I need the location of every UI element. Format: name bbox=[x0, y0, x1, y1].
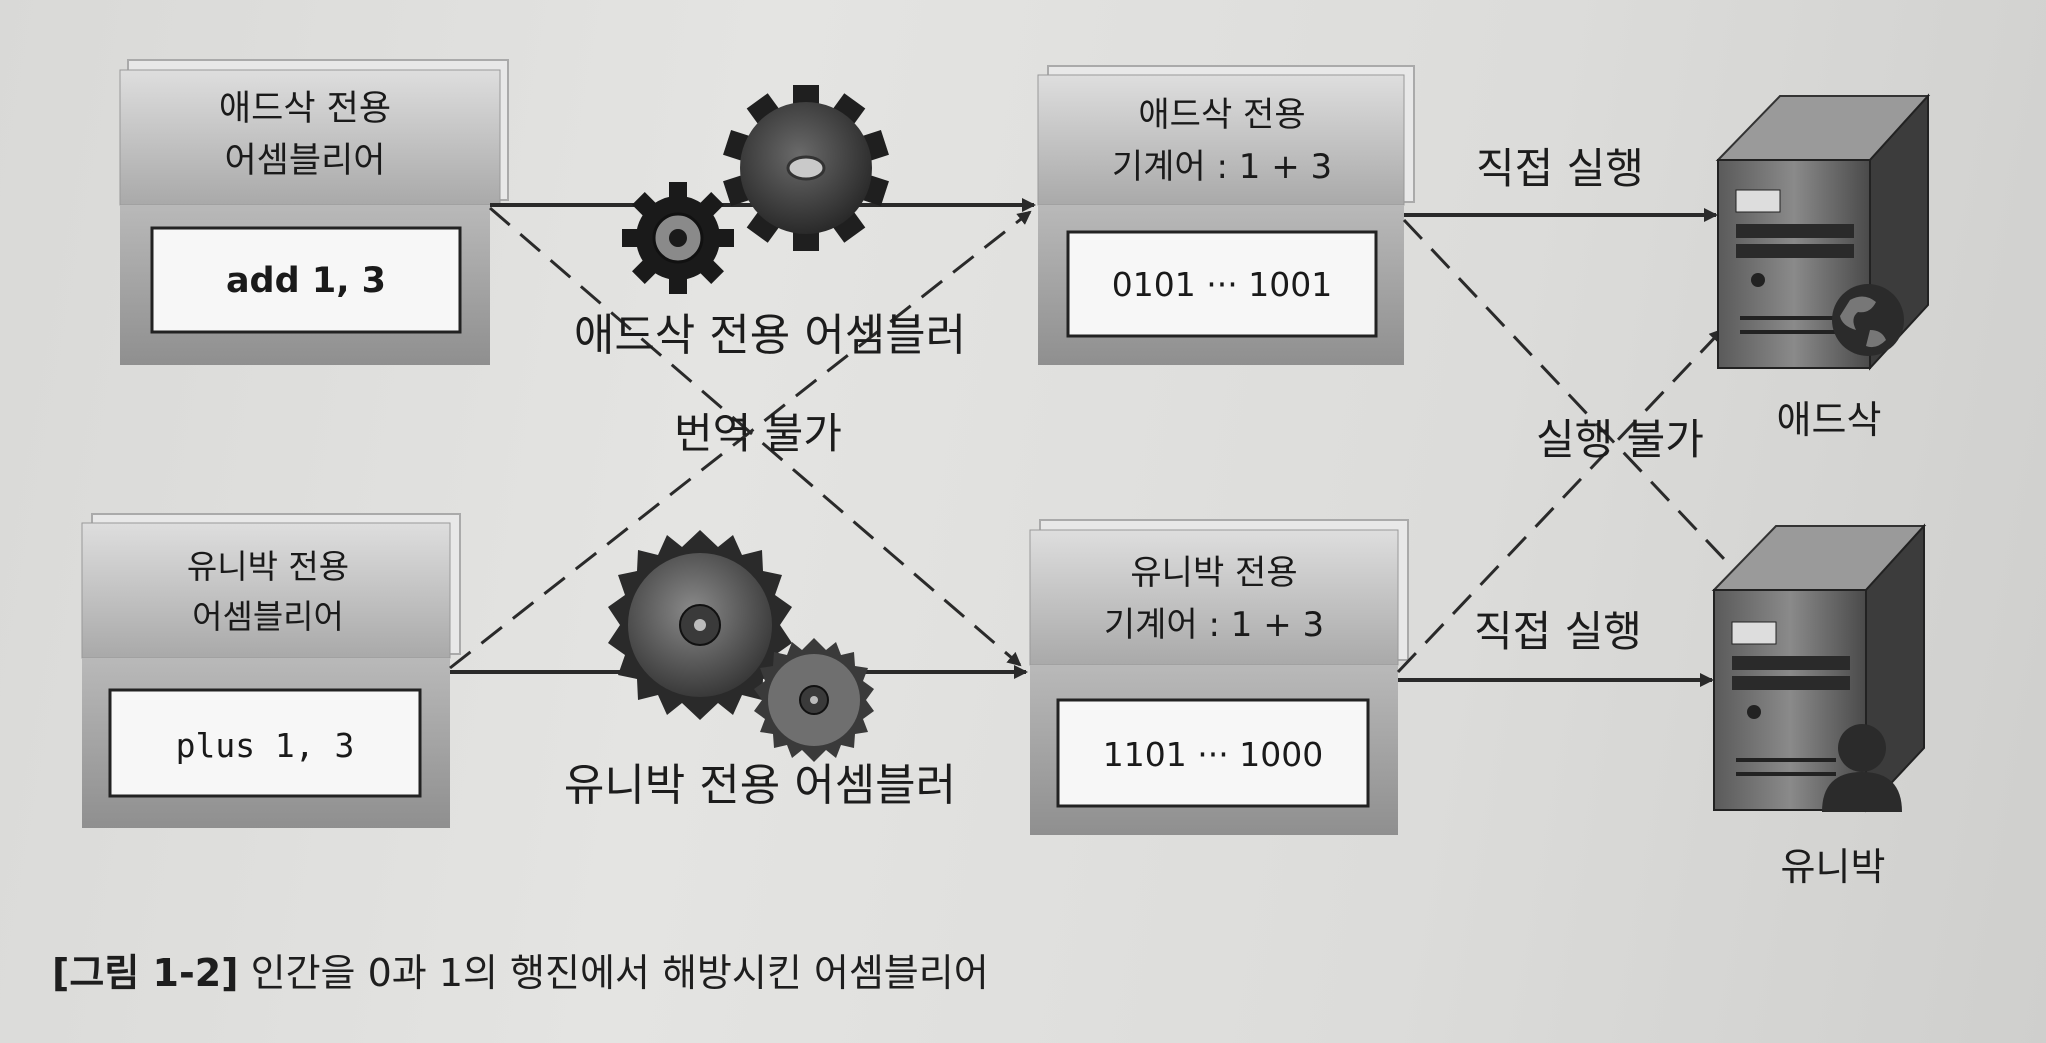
direct-exec-top-label: 직접 실행 bbox=[1476, 144, 1644, 193]
figure-caption-text: 인간을 0과 1의 행진에서 해방시킨 어셈블리어 bbox=[251, 951, 989, 995]
univac-machine-code-bits: 1101 ··· 1000 bbox=[1103, 735, 1323, 774]
figure-number: [그림 1-2] bbox=[52, 951, 239, 995]
server-univac-label: 유니박 bbox=[1781, 845, 1886, 889]
univac-machine-code-title-line1: 유니박 전용 bbox=[1130, 553, 1297, 593]
adsak-machine-code-box: 애드삭 전용 기계어 : 1 + 3 0101 ··· 1001 bbox=[1038, 66, 1414, 365]
cannot-execute-label: 실행 불가 bbox=[1536, 415, 1704, 464]
adsak-assembler-label: 애드삭 전용 어셈블러 bbox=[574, 310, 966, 361]
adsak-machine-code-title-line2: 기계어 : 1 + 3 bbox=[1112, 147, 1332, 187]
server-adsak-label: 애드삭 bbox=[1777, 398, 1882, 442]
server-univac-icon bbox=[1714, 526, 1924, 812]
figure-caption: [그림 1-2] 인간을 0과 1의 행진에서 해방시킨 어셈블리어 bbox=[52, 942, 989, 997]
univac-machine-code-title-line2: 기계어 : 1 + 3 bbox=[1104, 605, 1324, 645]
adsak-machine-code-title-line1: 애드삭 전용 bbox=[1138, 95, 1305, 135]
gear-icon bbox=[622, 85, 889, 294]
univac-assembler-label: 유니박 전용 어셈블러 bbox=[564, 760, 956, 811]
direct-exec-bottom-label: 직접 실행 bbox=[1474, 607, 1642, 656]
adsak-assembly-code: add 1, 3 bbox=[226, 261, 386, 301]
univac-assembly-title-line1: 유니박 전용 bbox=[187, 547, 349, 586]
adsak-assembly-title-line2: 어셈블리어 bbox=[224, 141, 385, 181]
univac-assembly-box: 유니박 전용 어셈블리어 plus 1, 3 bbox=[82, 514, 460, 828]
univac-assembly-title-line2: 어셈블리어 bbox=[192, 597, 344, 636]
saw-blade-icon bbox=[608, 530, 874, 762]
univac-assembly-code: plus 1, 3 bbox=[176, 726, 355, 765]
adsak-machine-code-bits: 0101 ··· 1001 bbox=[1112, 265, 1332, 304]
adsak-assembly-box: 애드삭 전용 어셈블리어 add 1, 3 bbox=[120, 60, 508, 365]
server-adsak-icon bbox=[1718, 96, 1928, 368]
dashed-adsak-mc-to-univac bbox=[1404, 220, 1742, 578]
adsak-assembly-title-line1: 애드삭 전용 bbox=[219, 89, 391, 129]
univac-machine-code-box: 유니박 전용 기계어 : 1 + 3 1101 ··· 1000 bbox=[1030, 520, 1408, 835]
cannot-translate-label: 번역 불가 bbox=[674, 409, 842, 458]
